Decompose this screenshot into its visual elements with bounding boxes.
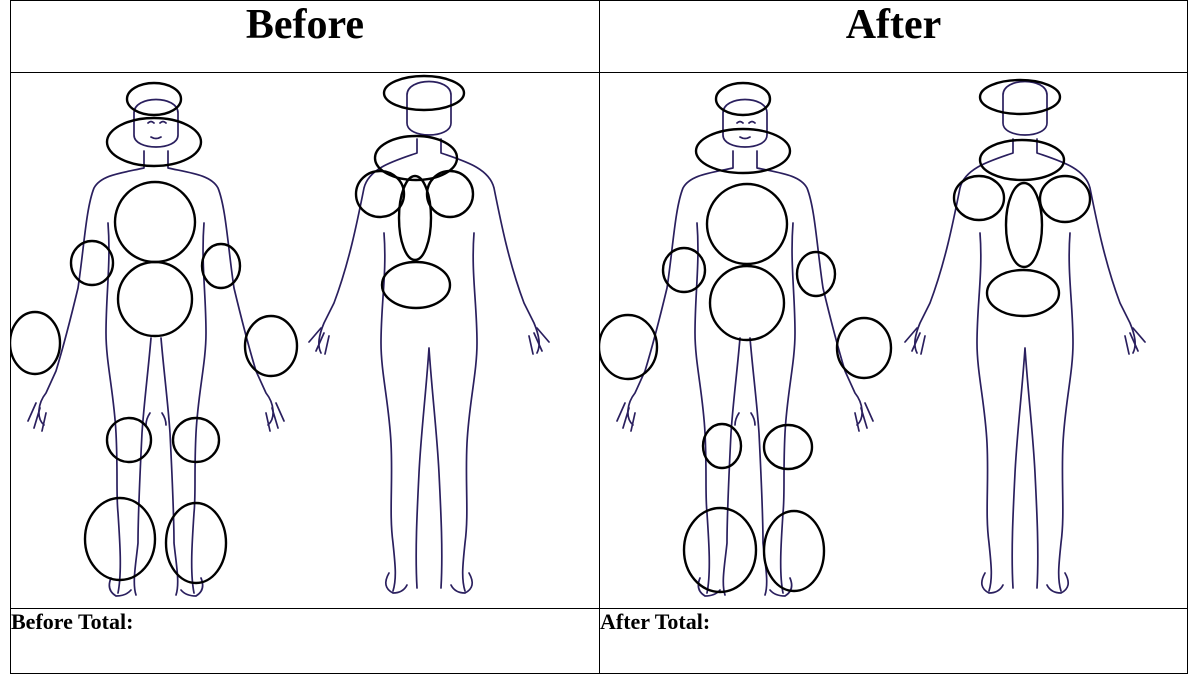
front-left-hand-zone[interactable] <box>245 316 297 376</box>
front-left-knee-zone[interactable] <box>764 425 812 469</box>
after-total-label: After Total: <box>600 609 1188 674</box>
front-right-knee-zone[interactable] <box>107 418 151 462</box>
front-chest-zone[interactable] <box>707 184 787 264</box>
back-head-zone[interactable] <box>980 80 1060 114</box>
back-left-shoulder-zone[interactable] <box>1040 176 1090 222</box>
front-neck-zone[interactable] <box>696 129 790 173</box>
after-body-diagram <box>600 73 1187 608</box>
back-spine-zone[interactable] <box>399 176 431 260</box>
front-abdomen-zone[interactable] <box>118 262 192 336</box>
header-row: Before After <box>11 1 1188 73</box>
front-left-hand-zone[interactable] <box>837 318 891 378</box>
back-left-shoulder-zone[interactable] <box>427 171 473 217</box>
before-body-diagram <box>11 73 599 608</box>
back-body-figure <box>309 76 549 593</box>
before-figure-cell <box>11 73 600 609</box>
front-abdomen-zone[interactable] <box>710 266 784 340</box>
totals-row: Before Total: After Total: <box>11 609 1188 674</box>
front-neck-zone[interactable] <box>107 118 201 166</box>
figure-row <box>11 73 1188 609</box>
back-right-shoulder-zone[interactable] <box>954 176 1004 220</box>
front-body-figure <box>600 83 891 596</box>
front-right-hand-zone[interactable] <box>11 312 60 374</box>
back-spine-zone[interactable] <box>1006 183 1042 267</box>
back-body-figure <box>905 80 1145 593</box>
back-neck-zone[interactable] <box>375 136 457 180</box>
front-left-elbow-zone[interactable] <box>202 244 240 288</box>
pain-chart-table: Before After <box>10 0 1188 674</box>
front-right-hand-zone[interactable] <box>600 315 657 379</box>
back-lower-back-zone[interactable] <box>382 262 450 308</box>
front-body-figure <box>11 83 297 596</box>
front-left-foot-zone[interactable] <box>764 511 824 591</box>
front-left-elbow-zone[interactable] <box>797 252 835 296</box>
after-header: After <box>600 1 1188 73</box>
after-figure-cell <box>600 73 1188 609</box>
before-header: Before <box>11 1 600 73</box>
front-right-foot-zone[interactable] <box>684 508 756 592</box>
front-right-knee-zone[interactable] <box>703 424 741 468</box>
front-left-foot-zone[interactable] <box>166 503 226 583</box>
back-lower-back-zone[interactable] <box>987 270 1059 316</box>
before-total-label: Before Total: <box>11 609 600 674</box>
front-right-elbow-zone[interactable] <box>71 241 113 285</box>
front-chest-zone[interactable] <box>115 182 195 262</box>
